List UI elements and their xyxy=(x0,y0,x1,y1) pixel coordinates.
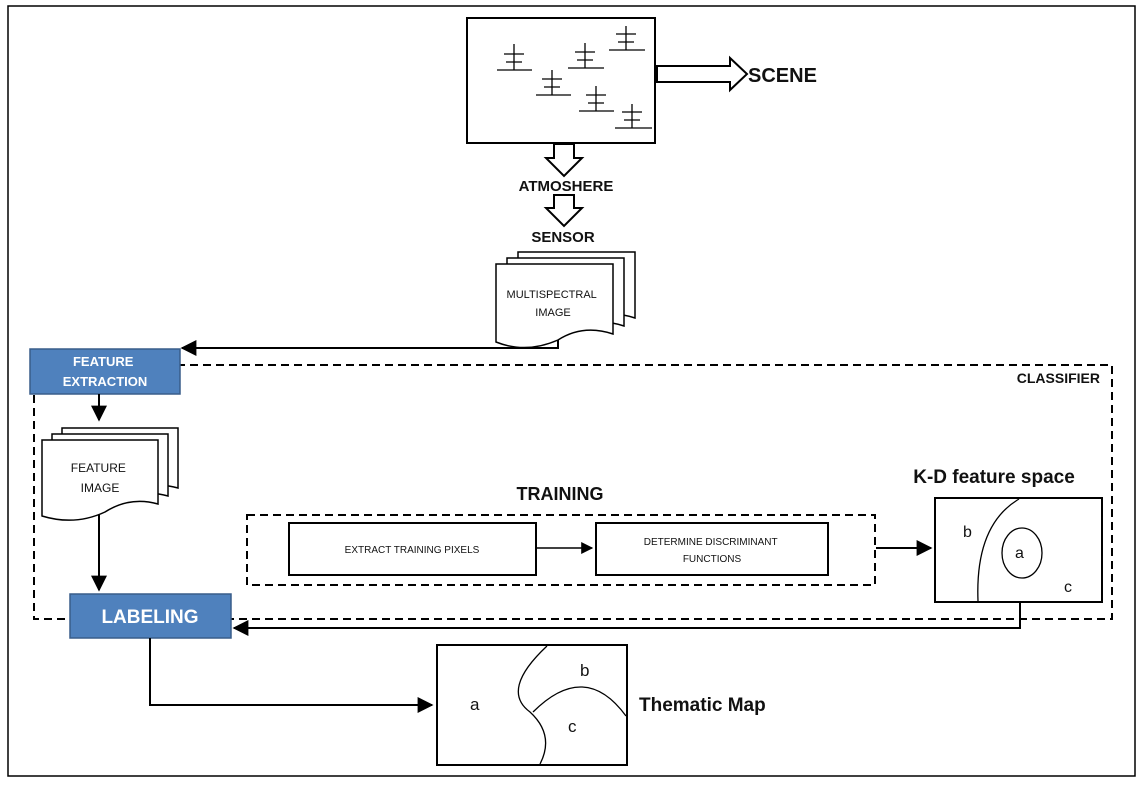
multispectral-image-label: MULTISPECTRAL IMAGE xyxy=(507,289,600,319)
scene-arrow xyxy=(656,55,749,93)
extract-training-pixels-label: EXTRACT TRAINING PIXELS xyxy=(345,545,480,556)
thematic-map-box xyxy=(436,644,628,766)
feature-space-region-c: c xyxy=(1064,579,1072,596)
feature-space-region-a: a xyxy=(1015,545,1024,562)
sensor-label: SENSOR xyxy=(531,229,595,246)
thematic-map-region-a: a xyxy=(470,695,480,714)
determine-discriminant-label: DETERMINE DISCRIMINANT FUNCTIONS xyxy=(644,537,781,565)
kd-feature-space-box xyxy=(934,497,1103,603)
scene-box xyxy=(466,17,656,144)
feature-space-to-labeling-line xyxy=(232,603,1021,636)
feature-space-region-b: b xyxy=(963,524,972,541)
feature-image-label: FEATURE IMAGE xyxy=(71,461,129,495)
training-label: TRAINING xyxy=(517,484,604,504)
labeling-to-thematic-map-line xyxy=(149,638,434,713)
feature-space-cluster-a xyxy=(1001,527,1043,579)
atmosphere-arrow xyxy=(543,143,585,178)
feature-space-boundary xyxy=(977,498,1020,602)
classifier-box xyxy=(33,364,1113,620)
outer-frame xyxy=(7,5,1136,777)
feature-image-stack xyxy=(41,427,179,521)
classifier-label: CLASSIFIER xyxy=(1017,370,1100,386)
feature-extraction-box xyxy=(29,348,181,395)
feature-extraction-label: FEATURE EXTRACTION xyxy=(63,354,148,389)
multispectral-image-stack xyxy=(495,251,636,349)
kd-feature-space-label: K-D feature space xyxy=(913,467,1075,488)
tree-icon xyxy=(497,26,652,129)
training-box xyxy=(246,514,876,586)
thematic-map-boundary-1 xyxy=(517,645,548,765)
labeling-label: LABELING xyxy=(101,607,198,628)
thematic-map-label: Thematic Map xyxy=(639,695,766,716)
labeling-box xyxy=(69,593,232,639)
determine-discriminant-box xyxy=(595,522,829,576)
extract-training-pixels-box xyxy=(288,522,537,576)
thematic-map-region-b: b xyxy=(580,661,589,680)
sensor-arrow xyxy=(543,194,585,228)
thematic-map-boundary-2 xyxy=(532,686,627,717)
to-feature-extraction-line xyxy=(180,340,559,356)
thematic-map-region-c: c xyxy=(568,717,577,736)
scene-label: SCENE xyxy=(748,65,817,87)
atmosphere-label: ATMOSHERE xyxy=(519,178,614,195)
